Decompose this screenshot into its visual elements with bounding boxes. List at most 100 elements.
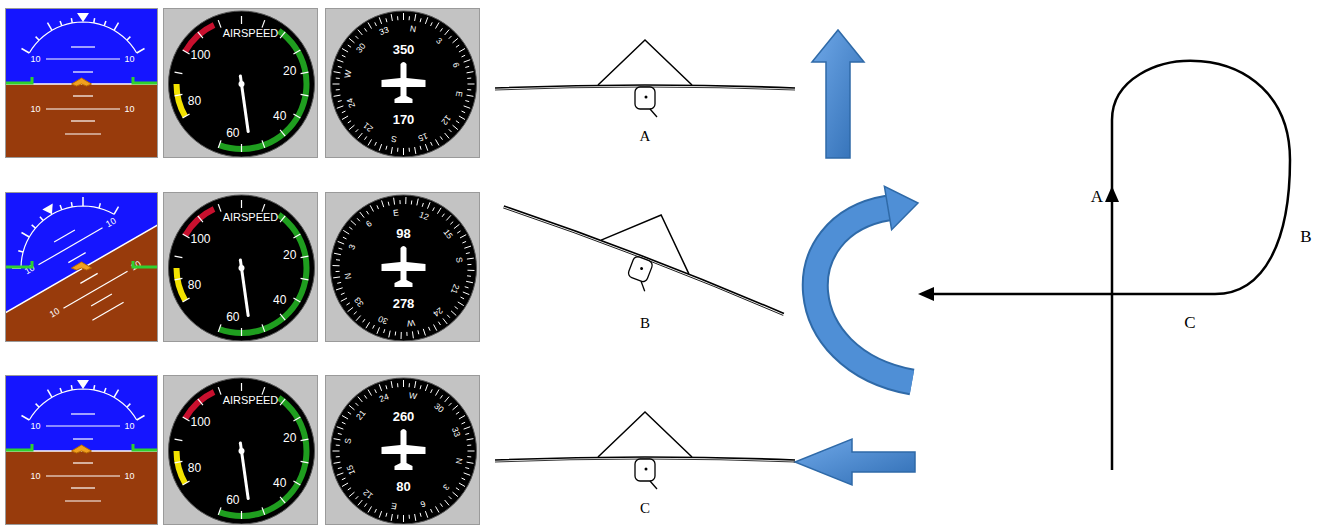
compass-tick [412,331,414,338]
compass-tick [447,315,450,318]
dial-tick [175,256,183,257]
bank-tick [60,21,62,26]
compass-tick [355,129,358,132]
bank-tick [114,23,119,31]
bank-tick [114,390,119,398]
heading-indicator: 26080N36E1215S2124W3033 [325,375,480,525]
compass-tick [368,23,372,29]
compass-tick [455,307,458,309]
wing [504,203,785,313]
compass-tick [446,215,451,220]
heading-dial [326,193,480,342]
compass-tick [434,325,437,331]
pilot-pod [627,255,654,283]
bank-tick [136,416,144,421]
turn-arrow-head [884,186,918,229]
pilot-feet [638,281,647,291]
compass-tick [453,38,458,42]
horizon-line [5,193,158,342]
dial-tick [280,32,285,38]
compass-tick [468,84,475,85]
compass-tick [397,16,398,20]
compass-tick [333,84,340,85]
compass-tick [467,456,471,457]
compass-tick [403,13,404,20]
compass-card-number: 15 [417,131,429,142]
heading-number: 278 [393,297,415,310]
compass-card-number: W [343,70,353,79]
hang-glider-figure: A [490,30,800,148]
reference-bar [6,261,32,267]
compass-tick [342,478,346,480]
compass-tick [465,468,469,469]
ground [5,84,158,158]
heading-dial [326,376,480,525]
compass-tick [334,439,341,440]
dial-tick [301,72,309,73]
compass-tick [445,30,449,35]
compass-tick [341,298,347,301]
dial-tick [218,324,221,332]
compass-tick [358,133,362,138]
compass-tick [348,45,351,47]
bank-tick [70,385,72,390]
compass-tick [436,506,440,512]
bank-tick [93,18,95,23]
compass-tick [393,198,395,205]
compass-tick [349,492,354,496]
compass-tick [358,397,362,402]
compass-tick [338,433,342,434]
dial-face [169,378,315,524]
airspeed-number: 100 [191,233,211,245]
needle-hub [239,81,245,87]
compass-tick [420,146,421,150]
heading-indicator: 98278N36E1215S2124W3033 [325,192,480,342]
bank-scale [29,22,136,53]
bank-tick [97,203,102,208]
bank-tick [21,416,29,421]
compass-tick [433,207,435,211]
dial-face [331,195,477,341]
bank-tick [35,404,39,408]
bank-tick [21,49,29,54]
compass-tick [349,125,354,129]
airspeed-number: 60 [226,127,239,139]
compass-tick [358,30,362,35]
compass-tick [364,136,366,139]
dial-face [169,195,315,341]
compass-tick [386,513,387,517]
compass-tick [420,18,421,22]
compass-tick [467,78,471,79]
bank-tick [93,385,95,390]
compass-tick [462,422,466,424]
compass-tick [415,381,416,388]
compass-tick [431,22,433,26]
airspeed-number: 100 [191,416,211,428]
compass-tick [379,511,381,518]
compass-tick [464,473,471,475]
dial-face [169,11,315,157]
dial-face [331,378,477,524]
dial-tick [241,144,242,152]
aircraft-symbol [382,429,426,470]
pilot-dot [645,96,648,99]
compass-tick [395,332,396,336]
compass-tick [336,288,343,290]
compass-tick [459,483,465,487]
sky [5,375,158,451]
compass-tick [375,389,377,393]
compass-tick [366,322,370,328]
green-arc [218,212,309,336]
compass-tick [409,383,410,387]
compass-tick [464,427,471,429]
airspeed-number: 60 [226,311,239,323]
compass-tick [382,200,384,207]
compass-card-number: W [409,391,418,401]
pitch-line [92,302,123,320]
fixed-symbols [6,376,158,525]
compass-tick [467,264,471,265]
airspeed-number: 80 [188,462,201,474]
dial-tick [262,507,265,515]
compass-tick [354,312,357,315]
compass-tick [355,403,358,406]
